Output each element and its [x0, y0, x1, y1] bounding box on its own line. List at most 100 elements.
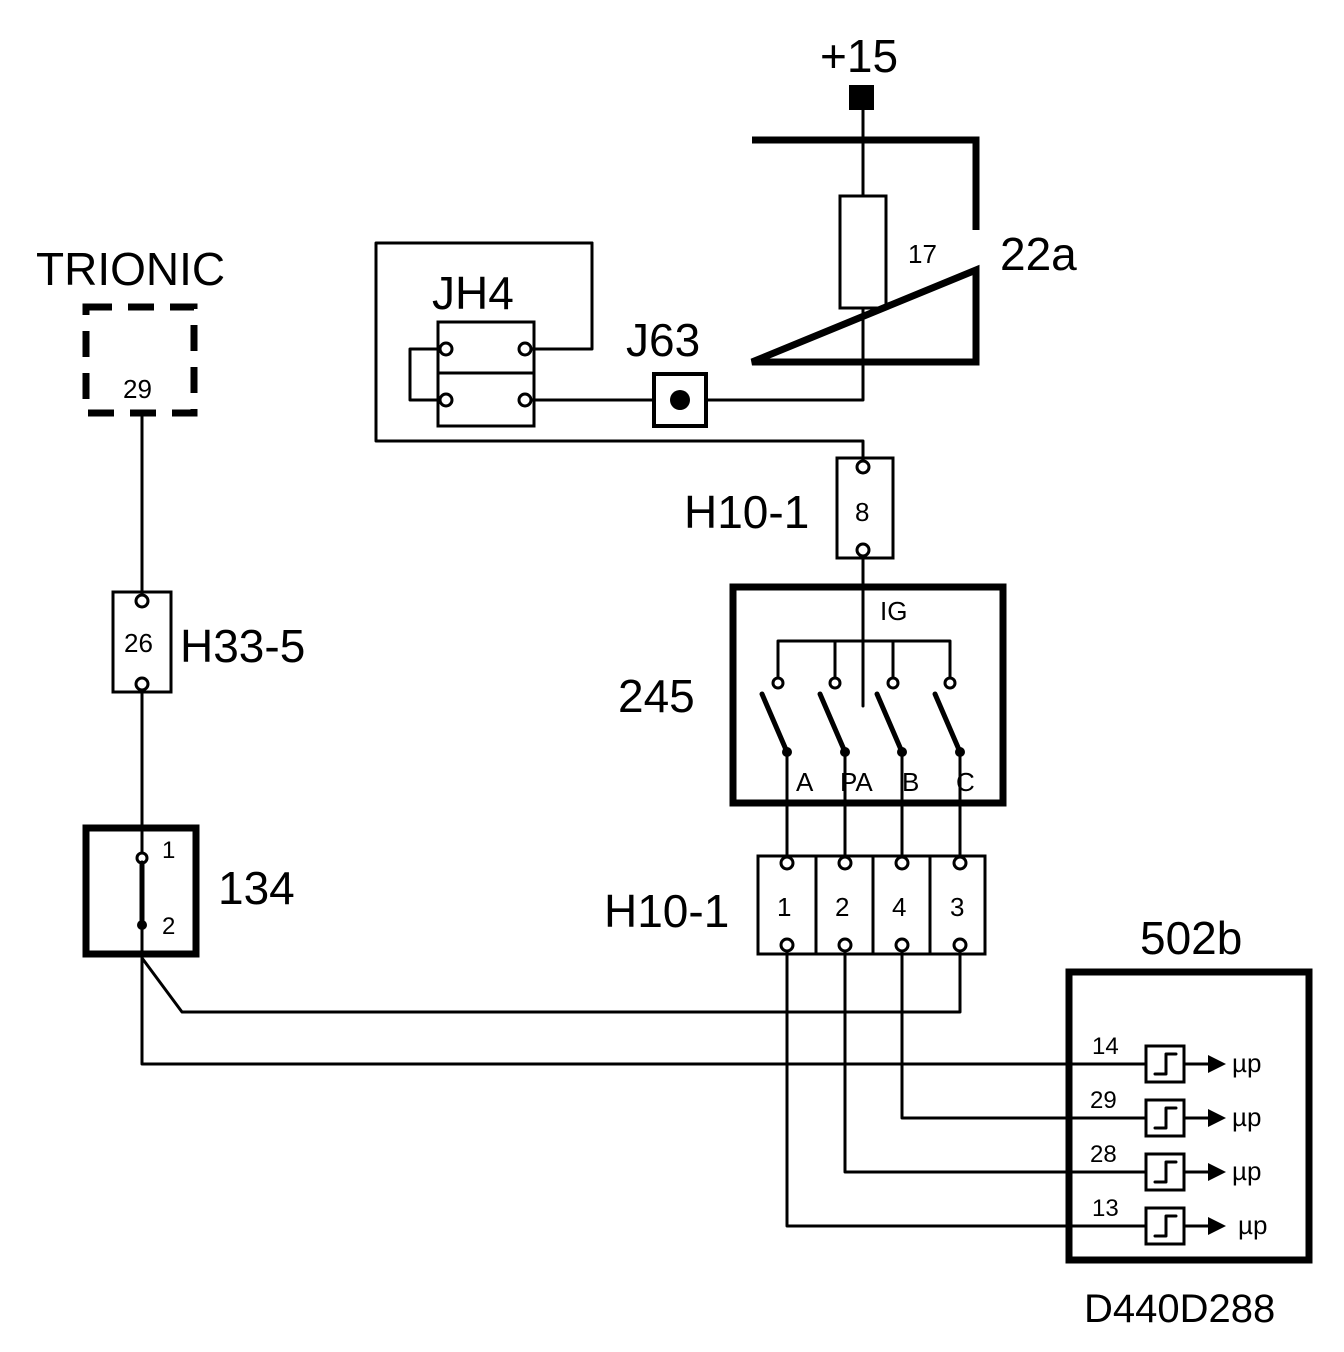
trionic-box	[82, 303, 198, 417]
schmitt-symbol-icon	[1153, 1052, 1178, 1076]
switch-blade-icon	[817, 691, 848, 755]
module-output-label: µp	[1232, 1102, 1261, 1132]
module-pin-label: 28	[1090, 1141, 1117, 1168]
jh4-pin-icon	[517, 341, 533, 357]
module-pin-label: 13	[1092, 1195, 1119, 1222]
switch-blade-icon	[759, 691, 790, 755]
h10-bottom-pin: 4	[892, 892, 906, 922]
jh4-assembly: JH4	[374, 241, 865, 464]
schmitt-symbol-icon	[1153, 1214, 1178, 1238]
fuse-number: 17	[908, 239, 937, 269]
switch-134-pin2: 2	[162, 913, 175, 940]
module-input-14: 14 µp	[1092, 1033, 1261, 1084]
wire-h10-pin1-to-502b-13	[785, 949, 1148, 1228]
j63-label: J63	[626, 314, 700, 366]
wire-switch-to-h10	[785, 750, 962, 858]
h33-pin: 26	[124, 628, 153, 658]
ignition-switch-frame	[729, 583, 1007, 807]
module-output-label: µp	[1232, 1048, 1261, 1078]
drawing-reference: D440D288	[1084, 1287, 1275, 1331]
connector-pin-icon	[837, 937, 853, 953]
wire-134-to-502b-14	[140, 956, 1148, 1066]
ignition-ig-label: IG	[880, 596, 907, 626]
supply-label: +15	[820, 30, 898, 82]
switch-134-pin1: 1	[162, 837, 175, 864]
module-input-13: 13 µp	[1092, 1195, 1267, 1246]
schmitt-symbol-icon	[1153, 1160, 1178, 1184]
wire-h10-pin4-to-502b-29	[900, 949, 1148, 1120]
splice-dot-icon	[670, 390, 690, 410]
schmitt-symbol-icon	[1153, 1106, 1178, 1130]
h10-top-label: H10-1	[684, 486, 809, 538]
h10-top-housing	[835, 456, 895, 560]
connector-h33-5: 26 H33-5	[111, 590, 305, 694]
h10-bottom-label: H10-1	[604, 885, 729, 937]
module-pin-label: 29	[1090, 1087, 1117, 1114]
jh4-outer-loop	[374, 241, 865, 464]
connector-pin-icon	[894, 937, 910, 953]
h10-top-pin: 8	[855, 497, 869, 527]
h10-bottom-pin: 2	[835, 892, 849, 922]
switch-134: 1 2 134	[82, 824, 295, 958]
jh4-label: JH4	[432, 267, 514, 319]
trionic-label: TRIONIC	[36, 243, 225, 295]
module-502b: 502b 14 µp 29 µp 28 µp 13	[1065, 912, 1313, 1264]
switch-blade-icon	[932, 691, 963, 755]
ignition-id: 245	[618, 670, 695, 722]
jh4-pin-icon	[517, 392, 533, 408]
module-pin-label: 14	[1092, 1033, 1119, 1060]
switch-contact-icon	[771, 676, 785, 690]
connector-pin-icon	[134, 676, 150, 692]
module-id: 502b	[1140, 912, 1242, 964]
switch-contact-icon	[886, 676, 900, 690]
ignition-common-bus	[776, 639, 952, 682]
module-output-label: µp	[1232, 1156, 1261, 1186]
arrow-right-icon	[1208, 1109, 1226, 1127]
fusebox-id: 22a	[1000, 228, 1077, 280]
contact-label-a: A	[796, 767, 814, 797]
supply-terminal: +15	[820, 30, 898, 110]
switch-blade-icon	[874, 691, 905, 755]
connector-pin-icon	[894, 855, 910, 871]
j63-splice: J63	[626, 314, 708, 428]
jh4-pin-icon	[438, 392, 454, 408]
connector-pin-icon	[134, 593, 150, 609]
connector-pin-icon	[779, 937, 795, 953]
arrow-right-icon	[1208, 1217, 1226, 1235]
connector-pin-icon	[952, 937, 968, 953]
trionic-pin: 29	[123, 374, 152, 404]
module-output-label: µp	[1238, 1210, 1267, 1240]
module-input-29: 29 µp	[1090, 1087, 1261, 1138]
connector-pin-icon	[779, 855, 795, 871]
j63-box	[652, 372, 708, 428]
connector-pin-icon	[952, 855, 968, 871]
h10-bottom-pin: 1	[777, 892, 791, 922]
switch-contact-icon	[943, 676, 957, 690]
wire-h10-pin2-to-502b-28	[843, 949, 1148, 1174]
module-input-28: 28 µp	[1090, 1141, 1261, 1192]
switch-134-id: 134	[218, 862, 295, 914]
arrow-right-icon	[1208, 1163, 1226, 1181]
jh4-bridge	[408, 347, 448, 402]
fuse-icon	[838, 194, 888, 310]
ignition-switch-245: 245 IG A PA B C	[618, 583, 1007, 807]
fusebox-22a: 17 22a	[750, 136, 1077, 366]
wire-fuse-to-j63	[704, 108, 865, 402]
arrow-right-icon	[1208, 1055, 1226, 1073]
contact-label-b: B	[902, 767, 919, 797]
wire-134-to-h10-pin3	[140, 923, 962, 1014]
jh4-pin-icon	[438, 341, 454, 357]
connector-pin-icon	[855, 459, 871, 475]
h10-bottom-pin: 3	[950, 892, 964, 922]
switch-contact-icon	[828, 676, 842, 690]
module-frame	[1065, 968, 1313, 1264]
connector-h10-top: 8 H10-1	[684, 456, 895, 560]
trionic-unit: TRIONIC 29	[36, 243, 225, 417]
connector-pin-icon	[855, 542, 871, 558]
jh4-top-link	[523, 241, 594, 351]
supply-terminal-icon	[849, 85, 874, 110]
h33-label: H33-5	[180, 620, 305, 672]
connector-pin-icon	[837, 855, 853, 871]
connector-h10-bottom: 1 2 4 3 H10-1	[604, 854, 987, 956]
